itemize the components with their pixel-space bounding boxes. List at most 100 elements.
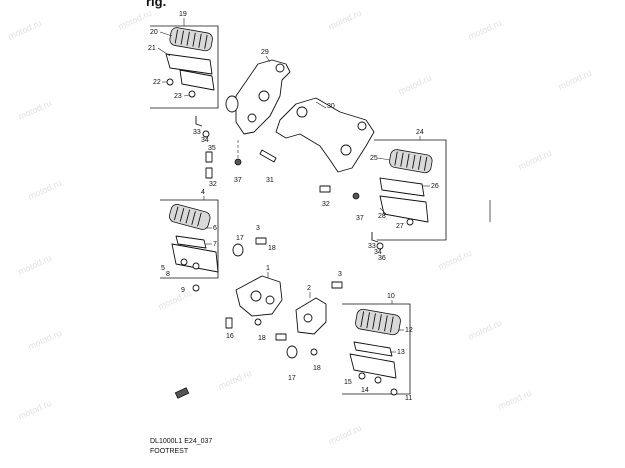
washer <box>188 90 196 98</box>
footrest-plate <box>353 341 393 357</box>
footrest-bracket-1: 1 17 3 18 16 18 <box>225 225 283 342</box>
callout-13: 13 <box>397 349 405 356</box>
clip <box>195 116 203 127</box>
watermark-text: motod.ru <box>467 318 503 342</box>
callout-20: 20 <box>150 29 158 36</box>
callout-37: 37 <box>234 177 242 184</box>
washer <box>202 130 210 138</box>
footrest-body <box>179 69 215 91</box>
washer <box>406 218 414 226</box>
pin <box>205 167 213 179</box>
callout-19: 19 <box>179 11 187 18</box>
callout-36: 36 <box>378 255 386 262</box>
watermark-text: motod.ru <box>17 398 53 422</box>
washer <box>376 242 384 250</box>
callout-34: 34 <box>201 137 209 144</box>
washer <box>390 388 398 396</box>
callout-15: 15 <box>344 379 352 386</box>
callout-26: 26 <box>431 183 439 190</box>
callout-35: 35 <box>208 145 216 152</box>
callout-5: 5 <box>161 265 165 272</box>
callout-27: 27 <box>396 223 404 230</box>
watermark-text: motod.ru <box>557 68 593 92</box>
footrest-group-19: 19 20 21 22 23 33 34 35 32 <box>148 11 219 188</box>
pin <box>225 317 233 329</box>
callout-7: 7 <box>213 241 217 248</box>
callout-24: 24 <box>416 129 424 136</box>
footrest-rubber-pad <box>169 27 213 52</box>
reference-tag-icon <box>174 387 190 399</box>
watermark-text: motod.ru <box>327 423 363 447</box>
callout-14: 14 <box>361 387 369 394</box>
watermark-text: motod.ru <box>27 328 63 352</box>
bolt <box>255 237 267 245</box>
footrest-plate <box>175 235 207 249</box>
watermark-text: motod.ru <box>217 368 253 392</box>
group-bracket <box>374 139 447 241</box>
watermark-text: motod.ru <box>397 73 433 97</box>
washer <box>310 348 318 356</box>
callout-9: 9 <box>181 287 185 294</box>
washer <box>254 318 262 326</box>
watermark-text: motod.ru <box>497 388 533 412</box>
footrest-body <box>349 353 397 379</box>
pin <box>275 333 287 341</box>
callout-17: 17 <box>288 375 296 382</box>
callout-10: 10 <box>387 293 395 300</box>
callout-3: 3 <box>338 271 342 278</box>
callout-22: 22 <box>153 79 161 86</box>
callout-21: 21 <box>148 45 156 52</box>
page-header-fragment: rig. <box>146 0 167 9</box>
callout-29: 29 <box>261 49 269 56</box>
watermark-text: motod.ru <box>27 178 63 202</box>
figure-title: FOOTREST <box>150 448 189 455</box>
callout-1: 1 <box>266 265 270 272</box>
watermark-text: motod.ru <box>17 98 53 122</box>
watermark-text: motod.ru <box>437 248 473 272</box>
bolt <box>259 149 277 163</box>
callout-33: 33 <box>368 243 376 250</box>
callout-32: 32 <box>322 201 330 208</box>
footrest-plate <box>379 177 425 197</box>
watermark-layer: motod.ru motod.ru motod.ru motod.ru moto… <box>7 8 593 447</box>
callout-16: 16 <box>226 333 234 340</box>
callout-25: 25 <box>370 155 378 162</box>
pin <box>319 185 331 193</box>
callout-37: 37 <box>356 215 364 222</box>
callout-23: 23 <box>174 93 182 100</box>
bracket-body <box>275 97 375 173</box>
footrest-bracket-2: 2 3 17 18 <box>275 271 343 382</box>
footrest-group-24: 24 25 26 28 27 33 34 36 <box>368 129 447 262</box>
footrest-group-4: 4 6 7 5 8 9 <box>160 189 219 294</box>
watermark-text: motod.ru <box>7 18 43 42</box>
callout-18: 18 <box>313 365 321 372</box>
callout-3: 3 <box>256 225 260 232</box>
callout-18: 18 <box>268 245 276 252</box>
footrest-rubber-pad <box>389 149 433 174</box>
callout-2: 2 <box>307 285 311 292</box>
callout-28: 28 <box>378 213 386 220</box>
footrest-body <box>379 195 429 223</box>
callout-34: 34 <box>374 249 382 256</box>
footrest-group-10: 10 12 13 15 14 11 <box>342 293 413 402</box>
spring <box>232 243 244 257</box>
watermark-text: motod.ru <box>117 8 153 32</box>
footrest-rubber-pad <box>355 308 401 336</box>
watermark-text: motod.ru <box>17 253 53 277</box>
watermark-text: motod.ru <box>327 8 363 32</box>
nut <box>352 192 360 200</box>
footrest-bracket-29: 29 37 31 <box>225 49 291 184</box>
bolt <box>331 281 343 289</box>
callout-11: 11 <box>405 395 412 402</box>
footrest-plate <box>165 53 213 75</box>
callout-30: 30 <box>327 103 335 110</box>
pin <box>205 151 213 163</box>
footrest-bracket-30: 30 32 37 <box>275 97 375 222</box>
figure-code: DL1000L1 E24_037 <box>150 438 213 445</box>
callout-33: 33 <box>193 129 201 136</box>
callout-4: 4 <box>201 189 205 196</box>
callout-17: 17 <box>236 235 244 242</box>
bolt <box>166 78 174 86</box>
callout-6: 6 <box>213 225 217 232</box>
